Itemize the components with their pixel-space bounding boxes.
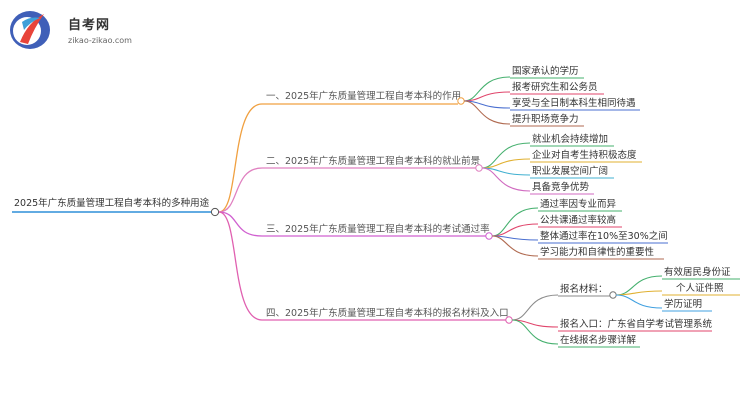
leaf-4-2[interactable]: 报名入口：广东省自学考试管理系统 bbox=[558, 318, 713, 332]
branch-1-label: 一、2025年广东质量管理工程自考本科的作用 bbox=[266, 90, 461, 102]
leaf-2-4-label: 具备竞争优势 bbox=[532, 181, 590, 193]
leaf-2-1[interactable]: 就业机会持续增加 bbox=[530, 133, 614, 147]
branch-2-label: 二、2025年广东质量管理工程自考本科的就业前景 bbox=[266, 155, 480, 167]
leaf-3-1-label: 通过率因专业而异 bbox=[540, 198, 617, 210]
leaf-3-2-label: 公共课通过率较高 bbox=[540, 214, 616, 226]
leaf-2-1-label: 就业机会持续增加 bbox=[532, 133, 608, 145]
leaf-4-1-1-label: 有效居民身份证 bbox=[664, 266, 731, 278]
leaf-2-2-label: 企业对自考生持积极态度 bbox=[532, 149, 637, 161]
branch-4-label: 四、2025年广东质量管理工程自考本科的报名材料及入口 bbox=[266, 307, 509, 319]
leaf-3-4[interactable]: 学习能力和自律性的重要性 bbox=[538, 246, 664, 260]
leaf-1-4-label: 提升职场竞争力 bbox=[512, 113, 579, 125]
leaf-4-1-2[interactable]: 个人证件照 bbox=[662, 282, 740, 296]
sub-branch-materials[interactable]: 报名材料： bbox=[558, 283, 617, 299]
root-connector-4 bbox=[218, 211, 263, 321]
branch-3[interactable]: 三、2025年广东质量管理工程自考本科的考试通过率 bbox=[262, 223, 493, 240]
leaf-3-4-label: 学习能力和自律性的重要性 bbox=[540, 246, 655, 258]
leaf-4-1-3[interactable]: 学历证明 bbox=[662, 298, 712, 312]
sub-branch-materials-label: 报名材料： bbox=[560, 283, 608, 295]
leaf-1-3[interactable]: 享受与全日制本科生相同待遇 bbox=[510, 97, 640, 111]
leaf-3-1[interactable]: 通过率因专业而异 bbox=[538, 198, 622, 212]
leaf-2-2[interactable]: 企业对自考生持积极态度 bbox=[530, 149, 642, 163]
root-connector-2 bbox=[218, 167, 263, 213]
logo-emblem-icon bbox=[10, 11, 50, 49]
logo-title: 自考网 bbox=[68, 18, 111, 33]
leaf-1-3-label: 享受与全日制本科生相同待遇 bbox=[512, 97, 636, 109]
leaf-3-3[interactable]: 整体通过率在10%至30%之间 bbox=[538, 230, 668, 244]
leaf-4-2-label: 报名入口：广东省自学考试管理系统 bbox=[560, 318, 713, 330]
leaf-2-3-label: 职业发展空间广阔 bbox=[532, 165, 608, 177]
leaf-2-3[interactable]: 职业发展空间广阔 bbox=[530, 165, 614, 179]
leaf-1-2-label: 报考研究生和公务员 bbox=[512, 81, 598, 93]
leaf-4-1-1[interactable]: 有效居民身份证 bbox=[662, 266, 740, 280]
logo[interactable]: 自考网 zikao-zikao.com bbox=[0, 0, 220, 60]
root-node[interactable]: 2025年广东质量管理工程自考本科的多种用途 bbox=[12, 197, 220, 217]
branch-4[interactable]: 四、2025年广东质量管理工程自考本科的报名材料及入口 bbox=[262, 307, 513, 324]
leaf-4-1-3-label: 学历证明 bbox=[664, 298, 702, 310]
leaf-3-3-label: 整体通过率在10%至30%之间 bbox=[540, 230, 668, 242]
leaf-2-4[interactable]: 具备竞争优势 bbox=[530, 181, 594, 195]
leaf-1-2[interactable]: 报考研究生和公务员 bbox=[510, 81, 604, 95]
leaf-1-1-label: 国家承认的学历 bbox=[512, 65, 579, 77]
logo-domain: zikao-zikao.com bbox=[68, 36, 132, 45]
branch-2[interactable]: 二、2025年广东质量管理工程自考本科的就业前景 bbox=[262, 155, 483, 172]
root-connector-1 bbox=[218, 103, 263, 213]
leaf-4-1-2-label: 个人证件照 bbox=[676, 282, 724, 294]
root-connector-3 bbox=[218, 211, 263, 237]
leaf-4-3-label: 在线报名步骤详解 bbox=[560, 334, 637, 346]
leaf-4-3[interactable]: 在线报名步骤详解 bbox=[558, 334, 640, 348]
leaf-3-2[interactable]: 公共课通过率较高 bbox=[538, 214, 622, 228]
branch-3-label: 三、2025年广东质量管理工程自考本科的考试通过率 bbox=[266, 223, 490, 235]
leaf-1-1[interactable]: 国家承认的学历 bbox=[510, 65, 584, 79]
leaf-1-4[interactable]: 提升职场竞争力 bbox=[510, 113, 584, 127]
root-label: 2025年广东质量管理工程自考本科的多种用途 bbox=[14, 197, 210, 209]
branch-1[interactable]: 一、2025年广东质量管理工程自考本科的作用 bbox=[262, 90, 465, 105]
